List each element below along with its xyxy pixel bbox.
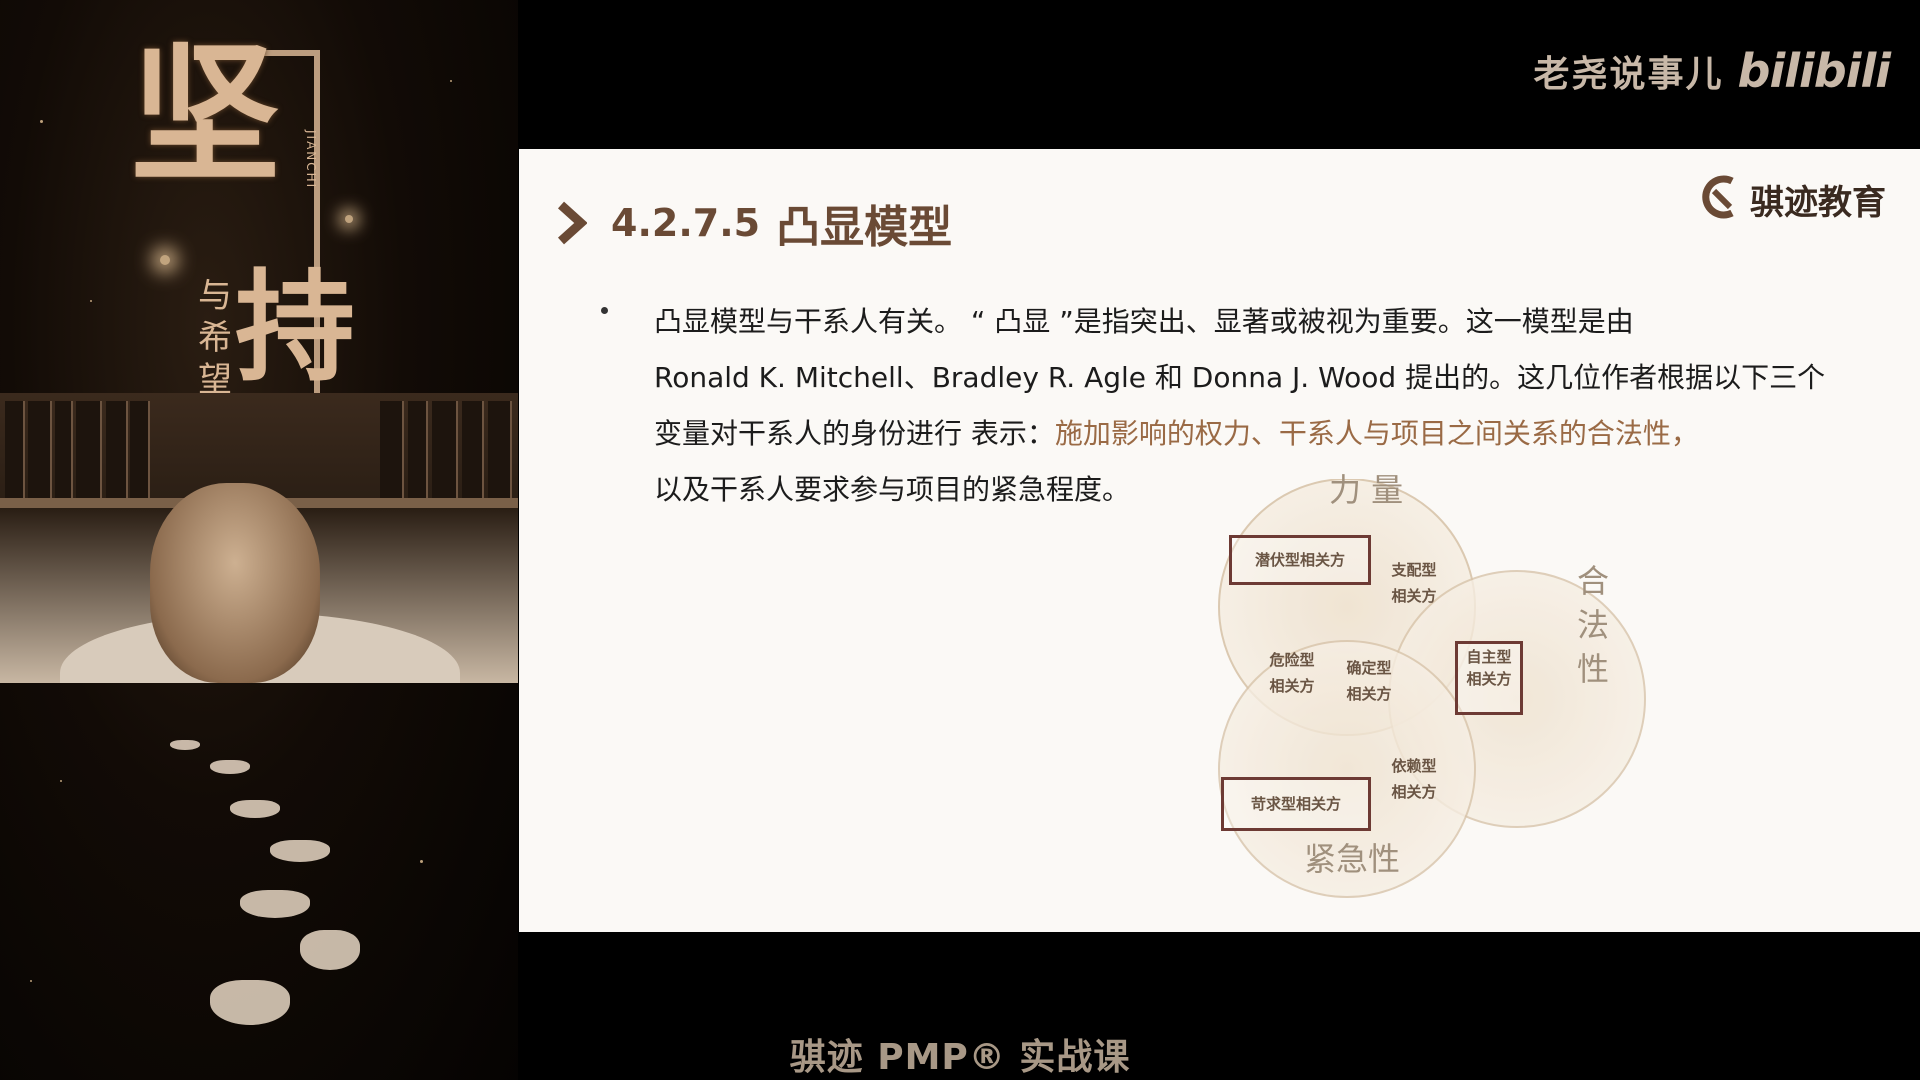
dangerous-line-2: 相关方 (1269, 677, 1315, 695)
dependent-stakeholder-label: 依赖型 相关方 (1379, 753, 1449, 805)
dominant-line-2: 相关方 (1391, 587, 1437, 605)
qiji-logo-icon (1696, 171, 1744, 227)
edu-brand-name: 骐迹教育 (1750, 182, 1886, 223)
definitive-line-2: 相关方 (1346, 685, 1392, 703)
dependent-line-2: 相关方 (1391, 783, 1437, 801)
poster-panel: 坚 持 与希望 JIANCHI (0, 0, 518, 1080)
poster-title-second: 持 (235, 257, 355, 398)
webcam-feed (0, 393, 518, 683)
channel-brand: 老尧说事儿 bilibili (1533, 44, 1891, 98)
poster-title: 坚 (130, 27, 280, 203)
poster-subtitle: 与希望 (198, 276, 232, 400)
bullet-line-3-highlight: 施加影响的权力、干系人与项目之间关系的合法性， (1054, 417, 1699, 450)
bullet-line-3-prefix: 变量对干系人的身份进行 表示： (654, 417, 1055, 450)
bullet-line-1: 凸显模型与干系人有关。 “ 凸显 ”是指突出、显著或被视为重要。这一模型是由 (654, 305, 1634, 338)
axis-power-label: 力 量 (1329, 471, 1404, 509)
axis-urgency-label: 紧急性 (1304, 840, 1401, 878)
bullet-line-2: Ronald K. Mitchell、Bradley R. Agle 和 Don… (654, 361, 1826, 394)
section-title: 凸显模型 (776, 202, 953, 253)
salience-venn-diagram: 力 量 合法性 紧急性 潜伏型相关方 支配型 相关方 危险型 相关方 确定型 相… (1199, 471, 1689, 899)
dangerous-stakeholder-label: 危险型 相关方 (1257, 647, 1327, 699)
dominant-line-1: 支配型 (1391, 561, 1437, 579)
dominant-stakeholder-label: 支配型 相关方 (1379, 557, 1449, 609)
dangerous-line-1: 危险型 (1269, 651, 1315, 669)
definitive-line-1: 确定型 (1346, 659, 1392, 677)
bullet-text: 凸显模型与干系人有关。 “ 凸显 ”是指突出、显著或被视为重要。这一模型是由 R… (654, 294, 1884, 518)
demanding-stakeholder-box: 苛求型相关方 (1221, 777, 1371, 831)
definitive-stakeholder-label: 确定型 相关方 (1334, 655, 1404, 707)
footprints-graphic (170, 740, 410, 1040)
presenter-avatar (150, 483, 320, 683)
circle-urgency (1218, 640, 1476, 898)
discretionary-line-2: 相关方 (1466, 670, 1512, 688)
channel-name: 老尧说事儿 (1533, 54, 1724, 95)
discretionary-line-1: 自主型 (1466, 648, 1512, 666)
edu-brand: 骐迹教育 (1696, 171, 1886, 227)
dependent-line-1: 依赖型 (1391, 757, 1437, 775)
bilibili-logo: bilibili (1737, 44, 1891, 98)
bullet-line-3: 变量对干系人的身份进行 表示：施加影响的权力、干系人与项目之间关系的合法性， (654, 406, 1884, 462)
poster-pinyin: JIANCHI (304, 130, 318, 190)
slide-heading: 4.2.7.5 凸显模型 (555, 191, 952, 255)
discretionary-stakeholder-box: 自主型 相关方 (1455, 641, 1523, 715)
bullet-icon (601, 307, 608, 314)
dormant-stakeholder-box: 潜伏型相关方 (1229, 535, 1371, 585)
bullet-line-4: 以及干系人要求参与项目的紧急程度。 (654, 473, 1131, 506)
axis-legitimacy-label: 合法性 (1577, 562, 1610, 688)
course-caption: 骐迹 PMP® 实战课 (789, 1037, 1131, 1078)
presentation-slide: 4.2.7.5 凸显模型 骐迹教育 凸显模型与干系人有关。 “ 凸显 ”是指突出… (519, 149, 1920, 932)
section-number: 4.2.7.5 (611, 201, 761, 245)
